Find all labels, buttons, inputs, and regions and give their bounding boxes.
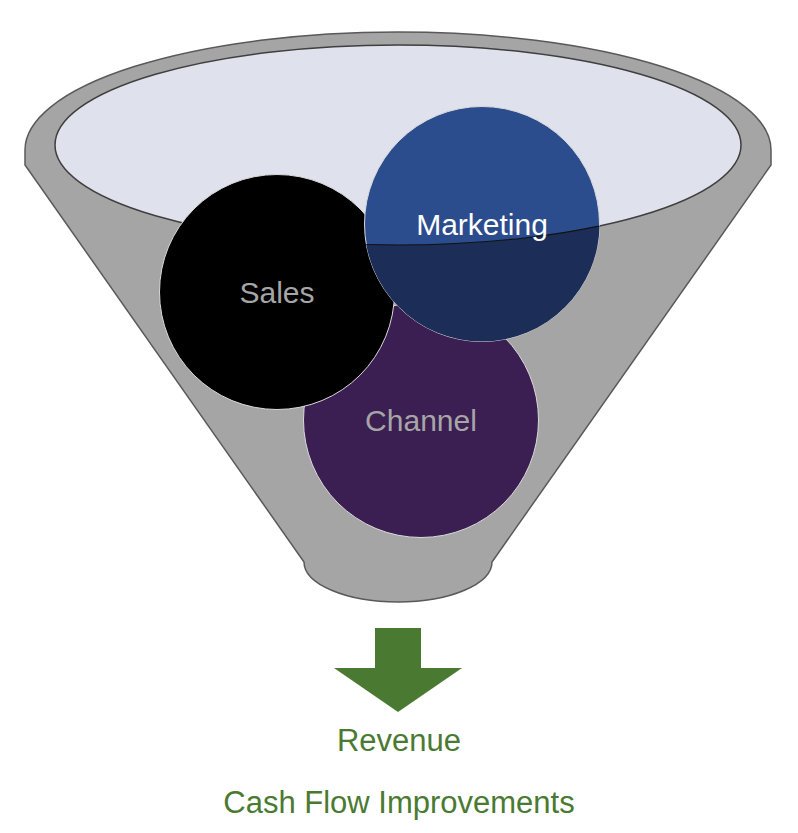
circle-node: Sales [159, 174, 395, 410]
funnel-body [25, 32, 771, 602]
arrow-shaft [375, 628, 421, 669]
arrow-head [334, 668, 462, 712]
node-label: Sales [239, 276, 314, 309]
node-label: Marketing [416, 208, 548, 241]
circle-node: Marketing [364, 106, 600, 342]
node-label: Channel [365, 404, 477, 437]
outcome-label: Revenue [0, 722, 798, 759]
outcome-label: Cash Flow Improvements [0, 784, 798, 821]
